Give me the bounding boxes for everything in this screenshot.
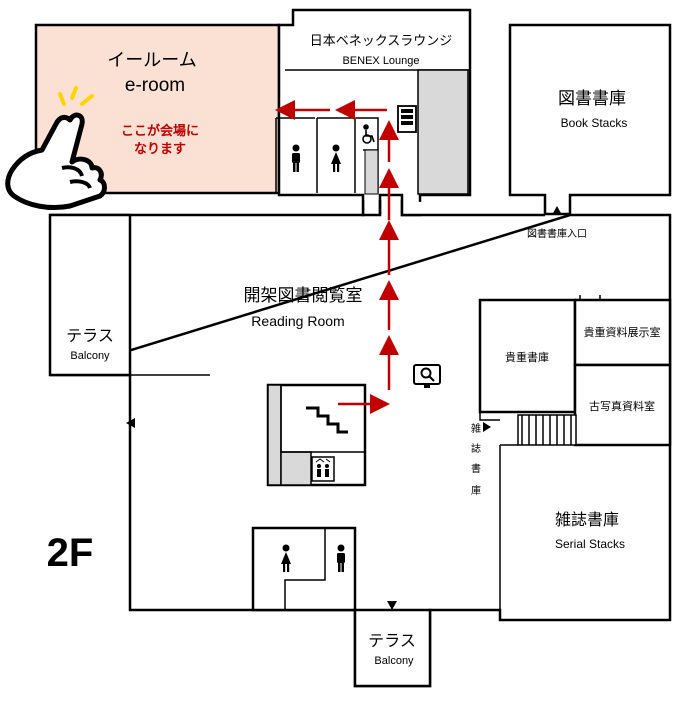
male-restroom-icon bbox=[337, 544, 345, 572]
floor-label: 2F bbox=[47, 531, 94, 575]
south-toilets bbox=[251, 526, 357, 612]
female-restroom-icon bbox=[331, 144, 341, 172]
serial-stacks-en-label: Serial Stacks bbox=[555, 537, 625, 551]
balcony-west-en-label: Balcony bbox=[70, 350, 110, 362]
reading-room-en-label: Reading Room bbox=[251, 313, 344, 329]
reading-room-jp-label: 開架図書閲覧室 bbox=[244, 286, 363, 306]
periodicals-char-1: 雑 bbox=[471, 422, 481, 435]
entrance-triangle-icon bbox=[126, 418, 135, 428]
female-restroom-icon bbox=[281, 544, 291, 572]
eroom-en-label: e-room bbox=[125, 75, 185, 96]
entrance-triangle-icon bbox=[387, 601, 397, 610]
balcony-south-area bbox=[353, 608, 432, 688]
attention-burst bbox=[58, 86, 94, 106]
eroom-note-line1: ここが会場に bbox=[121, 123, 199, 139]
pointing-hand-icon bbox=[5, 112, 107, 211]
benex-gray-strip bbox=[364, 149, 379, 195]
search-terminal-icon bbox=[413, 364, 441, 388]
benex-gray-block bbox=[417, 69, 469, 195]
book-stacks-jp-label: 図書書庫 bbox=[558, 89, 626, 109]
balcony-south-jp-label: テラス bbox=[368, 631, 416, 650]
elevator-icon bbox=[311, 456, 335, 482]
balcony-west-jp-label: テラス bbox=[66, 326, 114, 345]
male-restroom-icon bbox=[292, 144, 300, 172]
periodicals-char-2: 誌 bbox=[471, 442, 481, 455]
benex-en-label: BENEX Lounge bbox=[342, 55, 419, 67]
eroom-jp-label: イールーム bbox=[107, 50, 196, 71]
rare-books-label: 貴重書庫 bbox=[505, 350, 549, 364]
wheelchair-icon bbox=[362, 124, 375, 144]
rare-exhibit-label: 貴重資料展示室 bbox=[584, 325, 661, 339]
route-arrows bbox=[275, 100, 399, 414]
stairs-icon bbox=[306, 406, 348, 434]
benex-jp-label: 日本ベネックスラウンジ bbox=[310, 34, 453, 49]
photo-room-label: 古写真資料室 bbox=[589, 399, 655, 413]
entrance-triangle-icon bbox=[552, 206, 562, 215]
balcony-south-en-label: Balcony bbox=[374, 655, 414, 667]
stairs-icon bbox=[517, 414, 577, 446]
periodicals-char-3: 書 bbox=[471, 462, 481, 475]
periodicals-char-4: 庫 bbox=[471, 484, 481, 497]
vending-machine-icon bbox=[397, 105, 417, 133]
entrance-triangle-icon bbox=[483, 422, 491, 432]
book-stacks-entrance-label: 図書書庫入口 bbox=[527, 227, 587, 240]
eroom-note-line2: なります bbox=[134, 142, 186, 157]
book-stacks-en-label: Book Stacks bbox=[561, 116, 628, 130]
serial-stacks-jp-label: 雑誌書庫 bbox=[555, 510, 619, 529]
